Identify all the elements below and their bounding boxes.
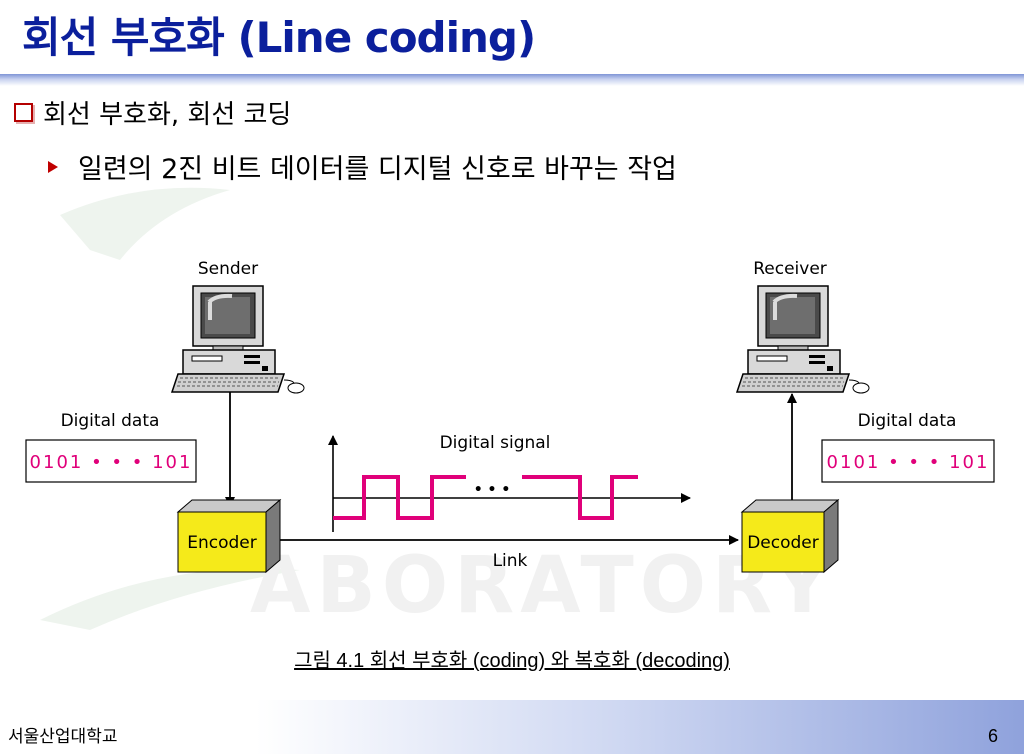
decoder-box <box>740 498 840 574</box>
digital-data-left-bits: 0101 • • • 101 <box>30 452 193 473</box>
digital-signal-waveform-right <box>522 475 638 520</box>
receiver-label: Receiver <box>753 259 827 279</box>
signal-ellipsis: • • • <box>474 482 511 498</box>
bullet-level2: 일련의 2진 비트 데이터를 디지털 신호로 바꾸는 작업 <box>48 147 677 186</box>
bullet-level2-text: 일련의 2진 비트 데이터를 디지털 신호로 바꾸는 작업 <box>78 154 677 185</box>
signal-label: Digital signal <box>440 433 551 453</box>
slide-title: 회선 부호화 (Line coding) <box>22 13 536 62</box>
sender-computer-icon <box>170 285 305 394</box>
line-coding-diagram: Sender Receiver Digital data 0101 • • • … <box>25 259 995 574</box>
page-number: 6 <box>987 726 998 746</box>
title-underline-bar <box>0 74 1024 86</box>
digital-data-right-box <box>821 439 995 483</box>
digital-data-right-bits: 0101 • • • 101 <box>827 452 990 473</box>
square-bullet-icon <box>14 103 33 122</box>
triangle-bullet-icon <box>48 160 58 173</box>
link-label: Link <box>493 551 528 571</box>
digital-data-left-box <box>25 439 197 483</box>
bullet-level1: 회선 부호화, 회선 코딩 <box>14 94 291 131</box>
digital-data-right-label: Digital data <box>858 411 957 431</box>
footer-organization: 서울산업대학교 <box>8 727 118 747</box>
encoder-label: Encoder <box>187 533 257 553</box>
figure-caption: 그림 4.1 회선 부호화 (coding) 와 복호화 (decoding) <box>294 650 730 672</box>
decoder-label: Decoder <box>747 533 819 553</box>
bullet-level1-text: 회선 부호화, 회선 코딩 <box>43 100 292 130</box>
digital-data-left-label: Digital data <box>61 411 160 431</box>
sender-label: Sender <box>198 259 258 279</box>
footer-gradient-bar <box>0 700 1024 754</box>
encoder-box <box>176 498 282 574</box>
receiver-computer-icon <box>735 285 870 394</box>
digital-signal-waveform-left <box>333 475 466 520</box>
